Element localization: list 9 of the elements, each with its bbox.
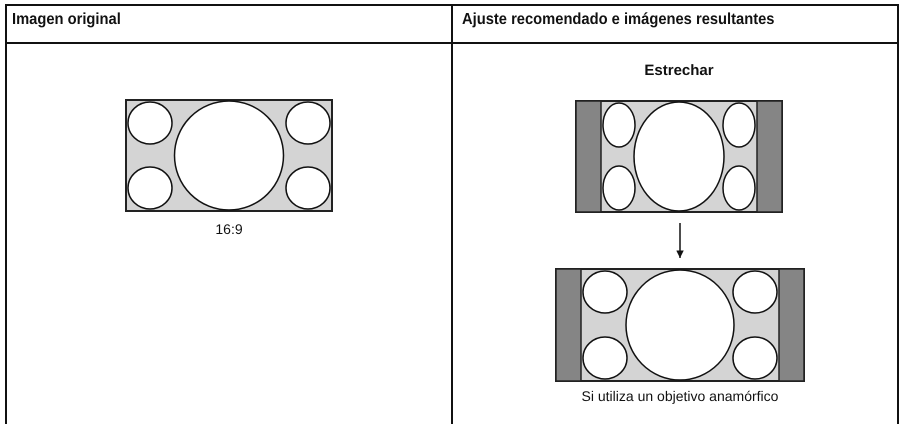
image-caption: Si utiliza un objetivo anamórfico — [582, 388, 778, 404]
screen-aspect-drawing — [555, 268, 805, 382]
screen-aspect-drawing — [575, 100, 783, 213]
image-caption: 16:9 — [215, 221, 243, 237]
mode-heading: Estrechar — [644, 62, 714, 79]
arrow — [676, 223, 684, 258]
screen-aspect-drawing — [125, 99, 333, 212]
column-header: Ajuste recomendado e imágenes resultantes — [462, 11, 774, 29]
column-header: Imagen original — [12, 11, 121, 29]
